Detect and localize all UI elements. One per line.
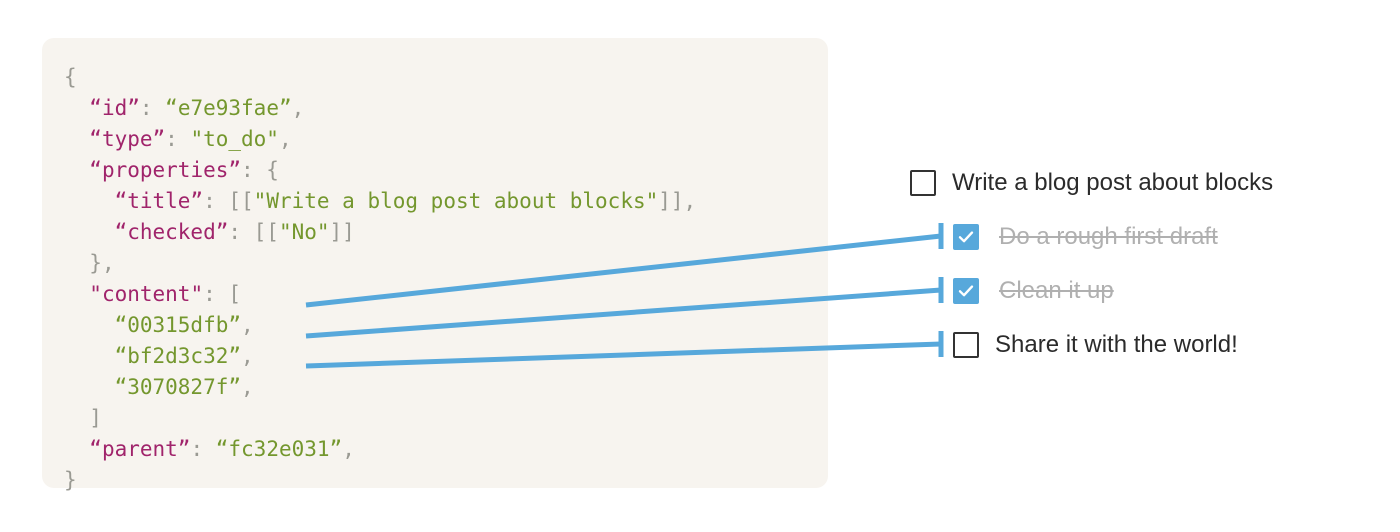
code-token-punct: ] bbox=[89, 406, 102, 430]
code-line: { bbox=[64, 62, 696, 93]
code-token-str: "No" bbox=[278, 220, 330, 244]
code-token-punct: , bbox=[291, 96, 305, 120]
checklist-item[interactable]: Share it with the world! bbox=[953, 328, 1238, 362]
code-token-punct: : [[ bbox=[203, 189, 254, 213]
code-line: “00315dfb”, bbox=[64, 310, 696, 341]
checkbox-checked-icon[interactable] bbox=[953, 278, 979, 304]
code-line: “parent”: “fc32e031”, bbox=[64, 434, 696, 465]
code-token-key: “id” bbox=[89, 96, 140, 120]
code-token-punct: : { bbox=[241, 158, 279, 182]
checkbox-checked-icon[interactable] bbox=[953, 224, 979, 250]
code-token-key: “title” bbox=[114, 189, 204, 213]
checklist-item-label: Share it with the world! bbox=[995, 331, 1238, 358]
code-token-key: “checked” bbox=[114, 220, 229, 244]
checklist-item[interactable]: Do a rough first draft bbox=[953, 220, 1218, 254]
code-token-str: “00315dfb” bbox=[114, 313, 242, 337]
checklist-item-label: Write a blog post about blocks bbox=[952, 169, 1274, 196]
code-line: ] bbox=[64, 403, 696, 434]
checklist-item-label: Do a rough first draft bbox=[999, 223, 1218, 250]
code-token-punct: : bbox=[139, 96, 166, 120]
code-token-str: "Write a blog post about blocks" bbox=[253, 189, 659, 213]
code-line: "content": [ bbox=[64, 279, 696, 310]
checklist-item[interactable]: Write a blog post about blocks bbox=[910, 166, 1273, 200]
code-token-punct: : [[ bbox=[228, 220, 279, 244]
checkbox-unchecked-icon[interactable] bbox=[910, 170, 936, 196]
code-token-punct: : [ bbox=[203, 282, 242, 306]
checkmark-icon bbox=[958, 231, 974, 243]
code-line: “properties”: { bbox=[64, 155, 696, 186]
code-token-punct: } bbox=[64, 468, 77, 492]
code-token-str: "to_do" bbox=[190, 127, 279, 151]
code-line: “id”: “e7e93fae”, bbox=[64, 93, 696, 124]
code-token-punct: : bbox=[165, 127, 191, 151]
code-token-str: “3070827f” bbox=[114, 375, 242, 399]
code-line: “title”: [["Write a blog post about bloc… bbox=[64, 186, 697, 217]
checklist-item-label: Clean it up bbox=[999, 277, 1114, 304]
json-code-block: { “id”: “e7e93fae”, “type”: "to_do", “pr… bbox=[42, 38, 828, 492]
code-line: “bf2d3c32”, bbox=[64, 341, 696, 372]
code-token-punct: ]], bbox=[658, 189, 697, 213]
code-token-key: "content" bbox=[89, 282, 204, 306]
checkmark-icon bbox=[958, 285, 974, 297]
code-token-str: “e7e93fae” bbox=[165, 96, 292, 120]
code-token-punct: : bbox=[190, 437, 216, 461]
code-line: } bbox=[64, 465, 696, 496]
code-token-punct: , bbox=[241, 375, 254, 399]
code-token-str: “bf2d3c32” bbox=[114, 344, 242, 368]
code-line: “checked”: [["No"]] bbox=[64, 217, 696, 248]
code-line: }, bbox=[64, 248, 696, 279]
code-token-punct: ]] bbox=[329, 220, 355, 244]
code-token-key: “parent” bbox=[89, 437, 191, 461]
code-token-key: “properties” bbox=[89, 158, 242, 182]
checklist-item[interactable]: Clean it up bbox=[953, 274, 1114, 308]
code-token-punct: , bbox=[342, 437, 355, 461]
code-token-punct: , bbox=[278, 127, 292, 151]
code-token-punct: }, bbox=[89, 251, 115, 275]
code-token-punct: { bbox=[64, 65, 77, 89]
json-code-listing: { “id”: “e7e93fae”, “type”: "to_do", “pr… bbox=[64, 62, 696, 496]
code-token-str: “fc32e031” bbox=[215, 437, 343, 461]
code-token-punct: , bbox=[241, 313, 254, 337]
code-token-key: “type” bbox=[89, 127, 166, 151]
checkbox-unchecked-icon[interactable] bbox=[953, 332, 979, 358]
code-line: “type”: "to_do", bbox=[64, 124, 696, 155]
code-token-punct: , bbox=[241, 344, 254, 368]
code-line: “3070827f”, bbox=[64, 372, 696, 403]
